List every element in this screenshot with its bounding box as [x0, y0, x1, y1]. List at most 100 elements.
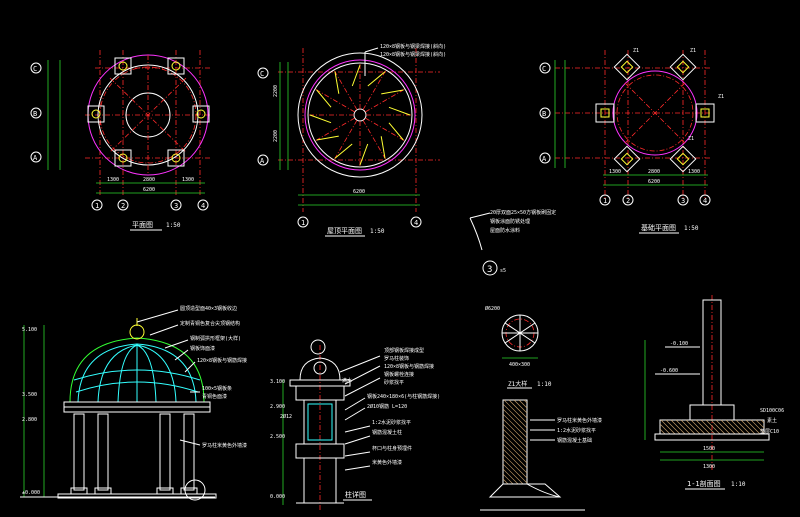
hatch-line — [502, 478, 509, 485]
foot-dim-1: 1500 — [703, 446, 715, 452]
sec-note-2: 1:2水泥砂浆找平 — [557, 427, 596, 434]
hatch-line — [502, 448, 528, 474]
plan-row-bubbles: C B A — [30, 62, 42, 163]
band-note-1: 20厚双面25×50方钢板刷固定 — [490, 209, 556, 216]
roof-plan-view: 6200 2200 2200 C A 1 4 120×8钢板与钢梁焊接(斜向) … — [257, 43, 446, 237]
hatch-line — [720, 419, 736, 435]
foundation-axis-2: 2 — [626, 197, 630, 205]
roof-axis-a: A — [260, 157, 265, 165]
hatch-line — [502, 418, 528, 444]
roof-rib-curve — [367, 71, 386, 87]
roof-rib-line — [364, 88, 406, 113]
hatch-line — [705, 419, 721, 435]
elev-level-1: 5.100 — [22, 327, 37, 333]
foundation-axis-c: C — [542, 65, 546, 73]
foundation-axis-b: B — [542, 110, 546, 118]
roof-ribs — [308, 63, 412, 167]
roof-rib-curve — [334, 71, 340, 94]
hatch-line — [710, 419, 726, 435]
roof-rib-curve — [380, 136, 386, 159]
col-note-10: 钢筋混凝土柱 — [372, 429, 402, 436]
z1-scale: 1:10 — [537, 381, 552, 388]
foundation-axis-a: A — [542, 155, 547, 163]
plan-dim-seg-2: 2800 — [143, 177, 155, 183]
elev-note-5: 120×8钢板与钢筋焊接 — [197, 357, 247, 364]
sec-note-1: 罗马柱米黄色外墙漆 — [557, 417, 602, 424]
roof-dim-side-2: 2200 — [273, 130, 279, 142]
foundation-dim-seg-2: 2800 — [648, 169, 660, 175]
hatch-line — [659, 428, 666, 435]
footing-section-view: -0.100 -0.600 1500 1300 SD100C06 素土 垫层C1… — [644, 295, 784, 490]
col-note-11: 杯口与柱身预埋件 — [372, 445, 412, 452]
hatch-line — [670, 419, 686, 435]
hatch-line — [740, 419, 756, 435]
hatch-line — [523, 399, 528, 404]
hatch-line — [518, 399, 528, 409]
axis-col-4: 4 — [201, 202, 205, 210]
plan-dim-total: 6200 — [143, 187, 155, 193]
elev-note-2: 定制青铜色复合尖顶钢结构 — [180, 320, 240, 327]
band-detail-note: 20厚双面25×50方钢板刷固定 钢板涂面防锈处理 屋面防水涂料 3 s5 — [469, 209, 556, 276]
foundation-scale: 1:50 — [684, 225, 699, 232]
hatch-line — [502, 413, 528, 439]
foot-note-1: SD100C06 — [760, 408, 784, 414]
col-note-7: 钢板240×180×6(与柱钢筋焊接) — [367, 393, 440, 400]
foot-level-1: -0.100 — [670, 341, 688, 347]
foot-note-2: 素土 — [767, 417, 777, 424]
foot-dim-2: 1300 — [703, 464, 715, 470]
roof-rib-line — [314, 117, 356, 142]
col-note-9: 1:2水泥砂浆找平 — [372, 419, 411, 426]
col-note-3: 120×8钢板与钢筋焊接 — [384, 363, 434, 370]
hatch-line — [675, 419, 691, 435]
footing-hatch — [659, 419, 765, 435]
roof-ring-points — [309, 64, 411, 166]
col-level-4: 0.000 — [270, 494, 285, 500]
roof-rib-curve — [359, 143, 369, 166]
elev-note-8: 罗马柱米黄色外墙漆 — [202, 442, 247, 449]
hatch-line — [725, 419, 741, 435]
hatch-line — [680, 419, 696, 435]
elev-note-3: 钢制弧拱形框架(大样) — [190, 335, 241, 342]
foundation-z1-c: Z1 — [718, 94, 724, 100]
hatch-line — [502, 433, 528, 459]
elevation-view: 5.100 3.500 2.800 ±0.000 — [20, 305, 247, 501]
roof-scale: 1:50 — [370, 228, 385, 235]
hatch-line — [502, 428, 528, 454]
band-note-3: 屋面防水涂料 — [490, 227, 520, 234]
detail-mark-sub: s5 — [500, 268, 506, 274]
axis-col-2: 2 — [121, 202, 125, 210]
plan-scale: 1:50 — [166, 222, 181, 229]
hatch-line — [502, 403, 528, 429]
plan-dim-seg-1: 1300 — [107, 177, 119, 183]
plan-title: 平面图 — [132, 221, 153, 229]
detail-mark-number: 3 — [487, 265, 492, 275]
hatch-line — [502, 423, 528, 449]
hatch-line — [502, 443, 528, 469]
col-note-8: 2Ø10钢筋 L=120 — [367, 403, 407, 410]
z1-title: Z1大样 — [508, 380, 527, 388]
foundation-dim-seg-1: 1300 — [609, 169, 621, 175]
hatch-line — [695, 419, 711, 435]
section-view: 罗马柱米黄色外墙漆 1:2水泥砂浆找平 钢筋混凝土基础 — [480, 399, 602, 511]
roof-rib-line — [362, 119, 387, 161]
elev-level-4: ±0.000 — [22, 490, 40, 496]
foundation-axis-4: 4 — [703, 197, 707, 205]
elev-note-1: 圆顶造型面40×3钢板收边 — [180, 305, 237, 312]
foundation-dim-seg-3: 1300 — [688, 169, 700, 175]
roof-rib-curve — [309, 114, 332, 124]
col-level-2: 2.900 — [270, 404, 285, 410]
col-bar-label: 2Ø12 — [280, 413, 292, 420]
hatch-line — [502, 463, 524, 485]
foundation-footings — [595, 53, 715, 173]
roof-rib-curve — [388, 122, 404, 141]
hatch-line — [503, 399, 528, 424]
hatch-line — [760, 419, 765, 424]
hatch-line — [690, 419, 706, 435]
plan-dim-seg-3: 1300 — [182, 177, 194, 183]
hatch-line — [502, 438, 528, 464]
foundation-z1-d: Z1 — [688, 136, 694, 142]
foundation-plan-view: Z1 Z1 Z1 Z1 1300 2800 1300 6200 C B A 1 … — [539, 48, 724, 234]
hatch-line — [730, 419, 746, 435]
hatch-line — [745, 419, 761, 435]
